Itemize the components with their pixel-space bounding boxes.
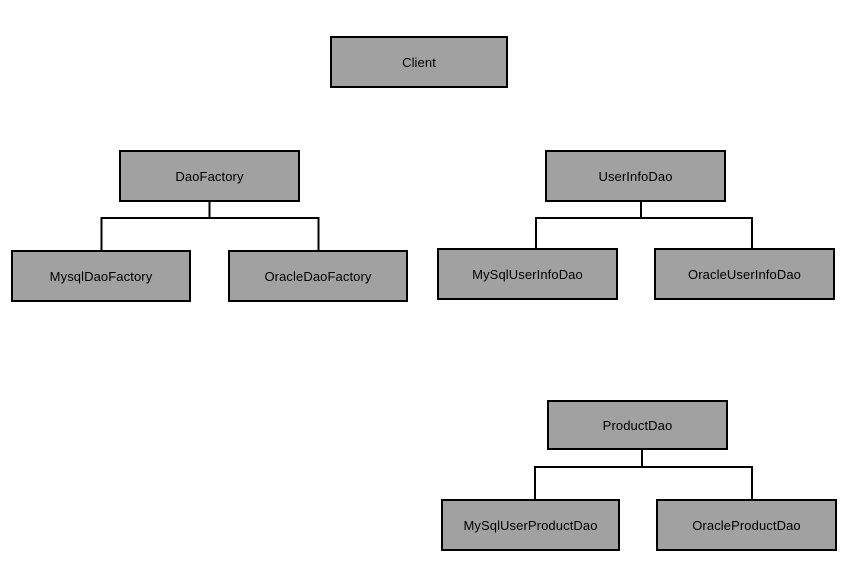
- node-oracle-product-dao: OracleProductDao: [656, 499, 837, 551]
- node-oracle-user-info-dao: OracleUserInfoDao: [654, 248, 835, 300]
- node-mysql-dao-factory: MysqlDaoFactory: [11, 250, 191, 302]
- node-mysql-user-info-dao: MySqlUserInfoDao: [437, 248, 618, 300]
- node-product-dao: ProductDao: [547, 400, 728, 450]
- node-mysql-user-product-dao: MySqlUserProductDao: [441, 499, 620, 551]
- node-oracle-dao-factory: OracleDaoFactory: [228, 250, 408, 302]
- connector-userinfodao-children: [535, 201, 753, 249]
- connector-productdao-children: [534, 449, 753, 500]
- connector-daofactory-children: [100, 202, 320, 251]
- node-dao-factory: DaoFactory: [119, 150, 300, 202]
- node-client: Client: [330, 36, 508, 88]
- node-user-info-dao: UserInfoDao: [545, 150, 726, 202]
